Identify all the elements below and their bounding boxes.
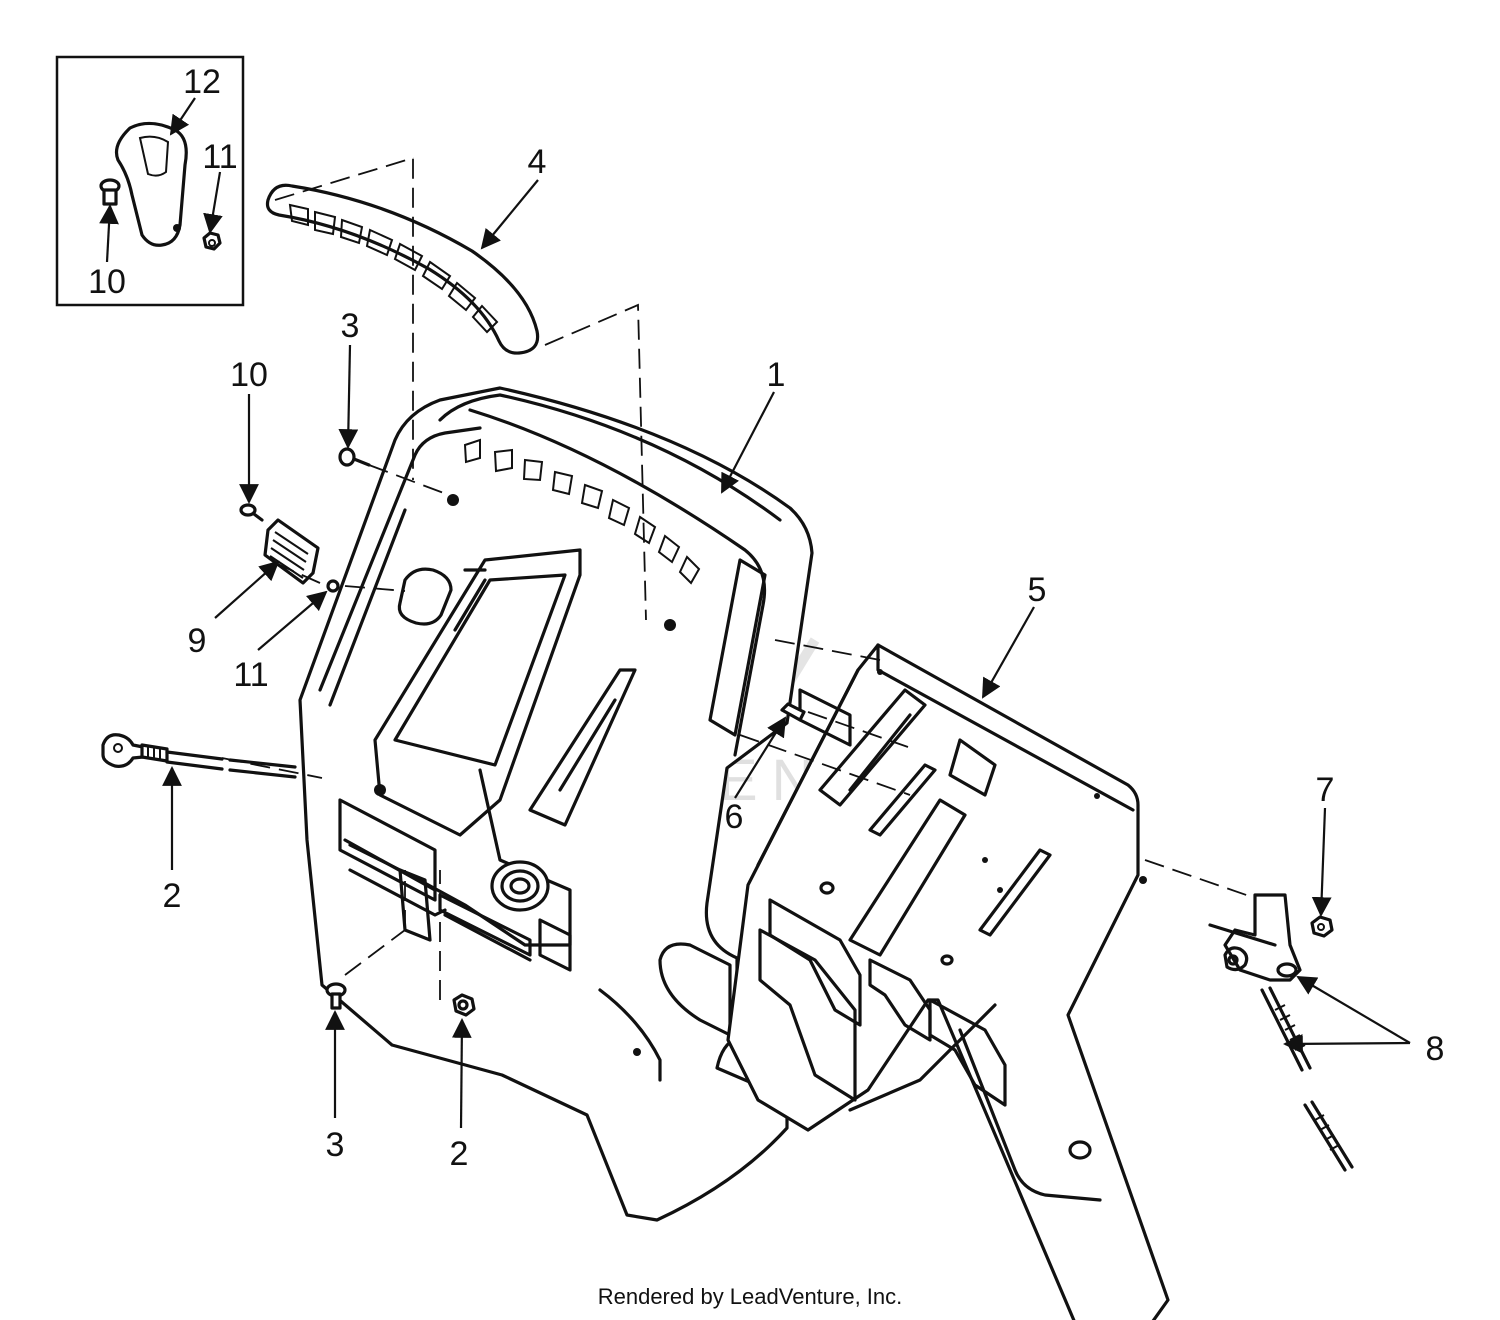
callout-2-bottom: 2	[450, 1135, 469, 1173]
callout-3-top: 3	[341, 307, 360, 345]
callout-4: 4	[528, 143, 547, 181]
callout-1: 1	[767, 356, 786, 394]
part-1-dash-panel	[298, 386, 814, 1222]
part-3-bolt-bottom	[325, 982, 347, 1010]
ignition-switch	[490, 860, 550, 912]
part-4-lens-trim	[265, 183, 540, 355]
part-10-screw	[239, 503, 264, 522]
callout-10: 10	[230, 356, 268, 394]
callout-3-bottom: 3	[326, 1126, 345, 1164]
callout-labels: 12 11 10 4 3 10 1 5 9 11 2 6 7 8 3 2	[88, 63, 1444, 1173]
part-8-bracket	[1208, 893, 1302, 982]
callout-11-inset: 11	[202, 138, 237, 176]
part-9-grille	[263, 518, 320, 585]
inset-detail-box	[55, 55, 245, 307]
part-7-nut	[1310, 915, 1334, 938]
callout-10-inset: 10	[88, 263, 126, 301]
callout-6: 6	[725, 798, 744, 836]
callout-12: 12	[183, 63, 221, 101]
part-8-springs	[1260, 986, 1354, 1172]
part-5-frame	[726, 643, 1170, 1320]
footer-credit: Rendered by LeadVenture, Inc.	[597, 1284, 903, 1309]
callout-8: 8	[1426, 1030, 1445, 1068]
assembly-lines	[221, 156, 1256, 1000]
part-11-nut	[326, 579, 340, 593]
callout-11: 11	[233, 656, 268, 694]
part-3-bolt-top	[338, 447, 371, 467]
callout-7: 7	[1316, 771, 1335, 809]
part-2-nut	[452, 993, 476, 1017]
leader-lines	[99, 97, 1411, 1129]
part-6-screw	[780, 702, 806, 722]
part-2-rod	[101, 733, 297, 779]
callout-5: 5	[1028, 571, 1047, 609]
part-11-nut-inset	[202, 231, 222, 251]
part-10-bolt-inset	[99, 178, 121, 206]
callout-2-left: 2	[163, 877, 182, 915]
callout-9: 9	[188, 622, 207, 660]
